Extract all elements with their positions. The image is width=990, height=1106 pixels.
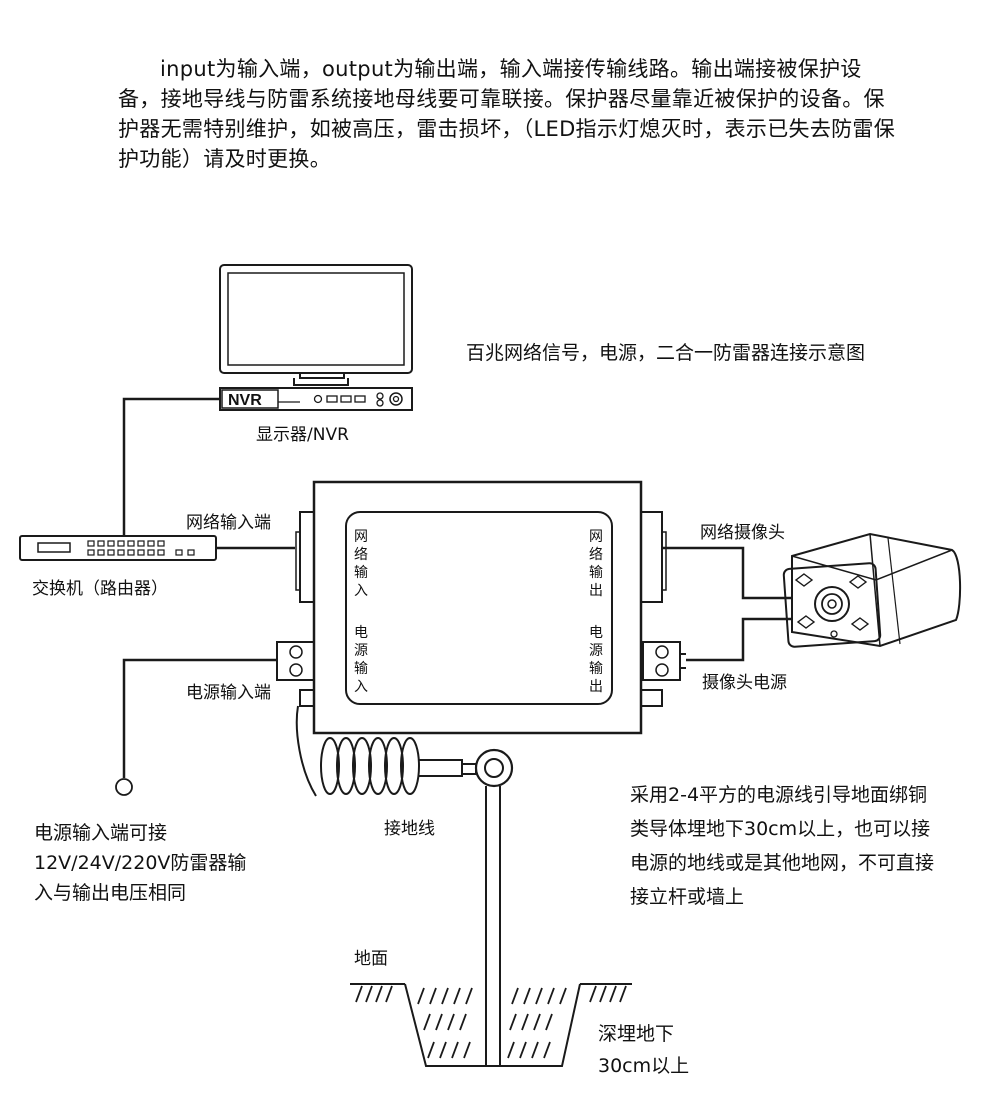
ground-surface-label: 地面 <box>354 949 388 969</box>
wire-nvr-switch <box>122 397 220 536</box>
monitor-label: 显示器/NVR <box>256 425 349 445</box>
wire-power-output-camera <box>686 617 792 662</box>
ground-note: 采用2-4平方的电源线引导地面绑铜类导体埋地下30cm以上，也可以接电源的地线或… <box>630 784 935 908</box>
box-power-output-label: 电源输出 <box>589 625 603 695</box>
box-network-input-label: 网络输入 <box>354 529 368 599</box>
diagram-title: 百兆网络信号，电源，二合一防雷器连接示意图 <box>466 342 866 364</box>
switch-label: 交换机（路由器） <box>32 579 168 599</box>
intro-paragraph: input为输入端，output为输出端，输入端接传输线路。输出端接被保护设备，… <box>118 57 896 171</box>
wire-network-output-camera <box>662 546 792 600</box>
box-power-input-label: 电源输入 <box>354 625 368 695</box>
camera-label: 网络摄像头 <box>700 523 785 543</box>
network-input-label: 网络输入端 <box>186 513 271 533</box>
camera-power-label: 摄像头电源 <box>702 673 787 693</box>
wire-power-input <box>122 658 277 778</box>
power-source-terminal-icon <box>115 778 133 796</box>
intro-text: input为输入端，output为输出端，输入端接传输线路。输出端接被保护设备，… <box>118 54 898 174</box>
bury-depth-label: 深埋地下30cm以上 <box>598 1023 690 1077</box>
camera-icon <box>782 532 962 648</box>
power-output-terminal-icon <box>642 641 686 681</box>
power-input-terminal-icon <box>276 641 315 681</box>
power-input-label: 电源输入端 <box>186 683 271 703</box>
ground-trench <box>350 983 632 1067</box>
ground-rod <box>485 786 501 1066</box>
ground-wire-coil-icon <box>295 705 514 797</box>
nvr-text: NVR <box>228 392 262 409</box>
ground-wire-label: 接地线 <box>384 819 435 839</box>
switch-icon <box>19 535 217 561</box>
protector-device <box>295 480 667 735</box>
power-note: 电源输入端可接12V/24V/220V防雷器输入与输出电压相同 <box>34 822 247 904</box>
box-network-output-label: 网络输出 <box>589 529 603 599</box>
monitor-icon <box>219 264 413 386</box>
